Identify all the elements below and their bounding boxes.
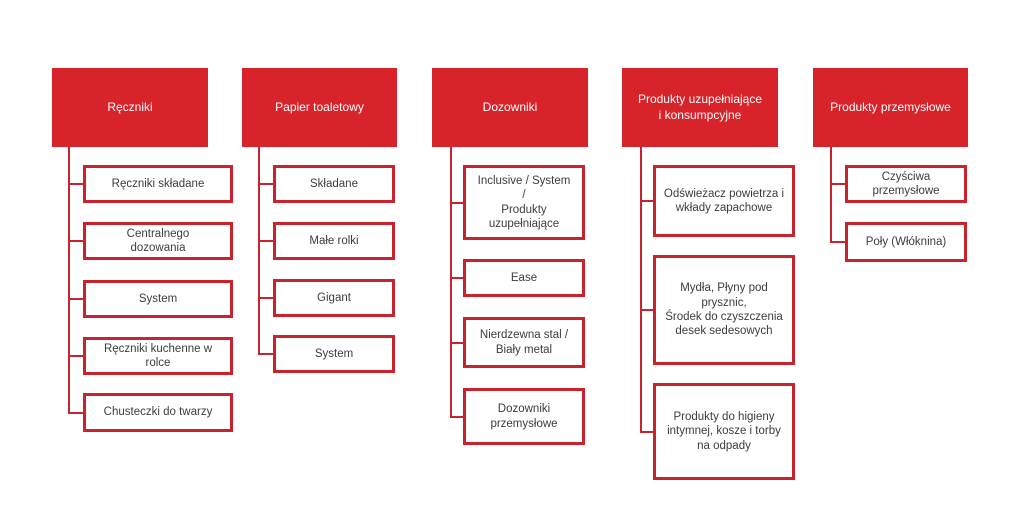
category-node: Ręczniki kuchenne w rolce [83,337,233,375]
category-header: Dozowniki [432,68,588,147]
category-node: Produkty do higieny intymnej, kosze i to… [653,383,795,480]
category-node: Czyściwa przemysłowe [845,165,967,203]
category-node: Dozowniki przemysłowe [463,388,585,445]
category-node: System [83,280,233,318]
connector-line [68,147,70,413]
category-node: Nierdzewna stal / Biały metal [463,317,585,368]
category-node: Składane [273,165,395,203]
category-node: Poły (Włóknina) [845,222,967,262]
connector-line [640,147,642,431]
category-node: Odświeżacz powietrza i wkłady zapachowe [653,165,795,237]
category-header: Ręczniki [52,68,208,147]
category-node: System [273,335,395,373]
category-node: Centralnego dozowania [83,222,233,260]
category-header: Produkty przemysłowe [813,68,968,147]
category-node: Gigant [273,279,395,317]
connector-line [450,147,452,417]
connector-line [258,147,260,354]
category-node: Ręczniki składane [83,165,233,203]
category-node: Chusteczki do twarzy [83,393,233,432]
category-node: Małe rolki [273,222,395,260]
category-header: Papier toaletowy [242,68,397,147]
connector-line [830,147,832,242]
category-node: Ease [463,259,585,297]
category-node: Mydła, Płyny pod prysznic, Środek do czy… [653,255,795,365]
category-header: Produkty uzupełniające i konsumpcyjne [622,68,778,147]
category-node: Inclusive / System / Produkty uzupełniaj… [463,165,585,240]
